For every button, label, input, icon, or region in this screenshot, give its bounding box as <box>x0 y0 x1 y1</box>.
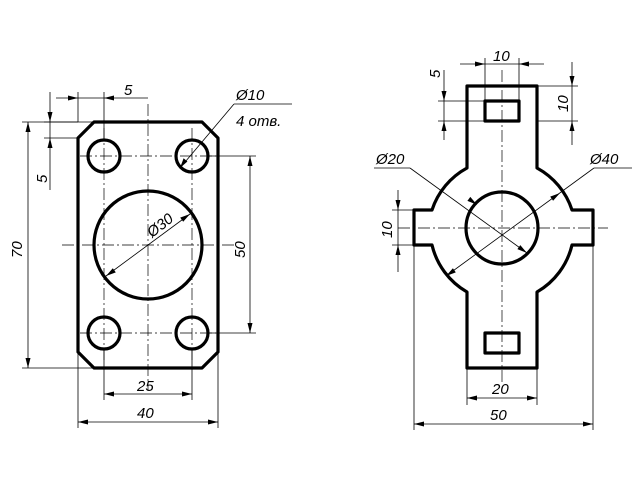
dim-left-offset: 5 <box>34 92 94 190</box>
dim-text-overall-width: 50 <box>490 407 507 424</box>
dim-text-top-tab: 10 <box>555 95 572 112</box>
dim-side-tab: 10 <box>379 190 414 272</box>
center-hole <box>92 189 204 301</box>
dim-text-small-dia: Ø20 <box>375 151 405 168</box>
dim-text-hole-span-h: 25 <box>136 378 154 395</box>
dim-text-hole-dia: Ø10 <box>235 87 265 104</box>
dim-hole-span-v: 50 <box>208 155 256 334</box>
dim-hole-dia: Ø10 4 отв. <box>179 87 292 169</box>
dim-slot-width: 10 <box>460 48 544 101</box>
cross-outline <box>412 84 595 370</box>
dim-text-large-dia: Ø40 <box>589 151 619 168</box>
dim-bottom-width: 20 <box>466 368 538 405</box>
dim-text-slot-depth: 5 <box>427 69 444 78</box>
dim-slot-depth: 5 <box>427 69 485 140</box>
dim-overall-width: 50 <box>413 245 594 430</box>
right-part: 10 5 10 Ø20 <box>374 48 632 430</box>
dim-text-bottom-width: 20 <box>491 381 509 398</box>
left-part: 5 5 70 50 <box>9 82 292 428</box>
dim-width: 40 <box>77 352 219 428</box>
dim-small-dia: Ø20 <box>374 151 528 254</box>
dim-text-left-offset: 5 <box>34 174 51 183</box>
dim-text-slot-width: 10 <box>493 48 510 65</box>
dim-large-dia: Ø40 <box>445 151 632 277</box>
dim-top-offset: 5 <box>56 82 148 140</box>
left-plate-outline <box>76 120 220 370</box>
dim-text-side-tab: 10 <box>379 221 396 238</box>
dim-text-height: 70 <box>9 241 26 258</box>
dim-top-tab: 10 <box>537 62 578 145</box>
dim-text-width: 40 <box>137 405 154 422</box>
dim-text-hole-count: 4 отв. <box>236 113 281 130</box>
dim-height: 70 <box>9 121 94 369</box>
dim-text-hole-span-v: 50 <box>232 241 249 258</box>
dim-text-top-offset: 5 <box>124 82 133 99</box>
dim-hole-span-h: 25 <box>103 349 193 400</box>
